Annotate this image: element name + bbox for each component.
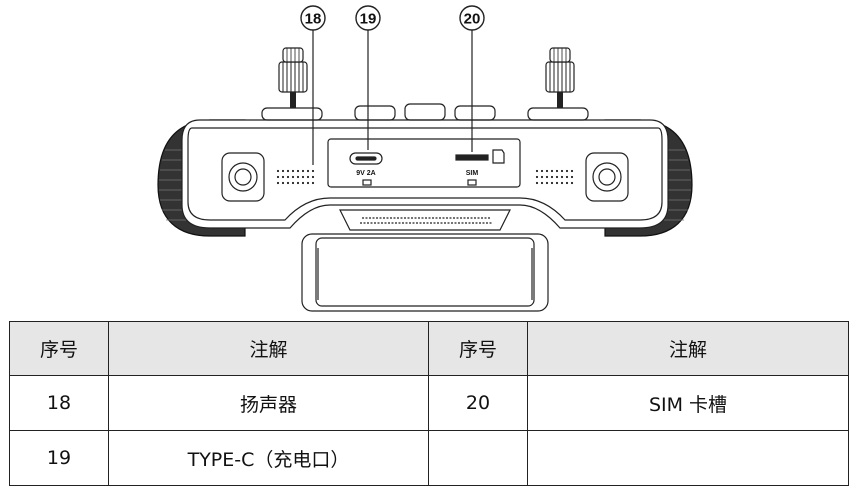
type-c-port-label: 9V 2A (356, 170, 375, 177)
callout-20-number: 20 (464, 11, 481, 28)
port-panel (327, 138, 521, 188)
callout-18-number: 18 (305, 11, 322, 28)
holder-inner (315, 237, 535, 307)
legend-table: 序号 注解 序号 注解 18 扬声器 20 SIM 卡槽 19 TYPE-C（充… (9, 321, 849, 486)
cell-description: SIM 卡槽 (527, 375, 849, 431)
header-number: 序号 (428, 321, 528, 376)
cell-number: 18 (9, 375, 109, 431)
callout-19: 19 (355, 5, 381, 31)
holder-outer (301, 233, 549, 312)
table-row: 19 TYPE-C（充电口） (9, 430, 849, 486)
cell-number: 19 (9, 430, 109, 486)
header-number: 序号 (9, 321, 109, 376)
callout-18: 18 (300, 5, 326, 31)
table-row: 18 扬声器 20 SIM 卡槽 (9, 375, 849, 431)
sim-slot-label: SIM (466, 170, 479, 177)
cell-number: 20 (428, 375, 528, 431)
cell-description: 扬声器 (108, 375, 429, 431)
table-header-row: 序号 注解 序号 注解 (9, 321, 849, 376)
header-description: 注解 (108, 321, 429, 376)
left-stick (221, 152, 265, 202)
cell-number (428, 430, 528, 486)
cell-description (527, 430, 849, 486)
left-antenna (278, 47, 308, 108)
callout-19-number: 19 (360, 11, 377, 28)
cell-description: TYPE-C（充电口） (108, 430, 429, 486)
header-description: 注解 (527, 321, 849, 376)
callout-20: 20 (459, 5, 485, 31)
remote-controller-diagram: 9V 2A SIM 18 19 20 (157, 5, 693, 312)
sim-slot (455, 154, 489, 161)
right-speaker-grille (535, 169, 574, 185)
right-stick (585, 152, 629, 202)
controller-body (181, 119, 669, 229)
left-speaker-grille (276, 169, 315, 185)
type-c-port (349, 152, 383, 165)
right-antenna (545, 47, 575, 108)
